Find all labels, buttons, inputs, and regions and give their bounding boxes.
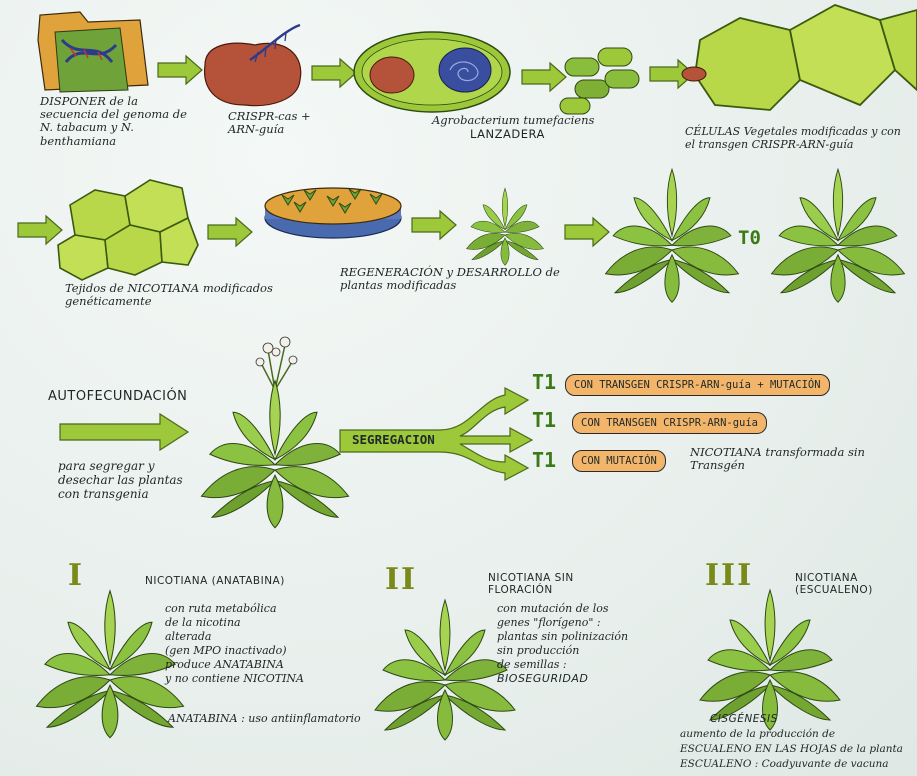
autofecundacion-desc: para segregar y desechar las plantas con… [58, 460, 208, 501]
I-line: y no contiene NICOTINA [165, 672, 350, 686]
III-line: ESCUALENO EN LAS HOJAS de la planta [680, 742, 915, 757]
lanzadera-label: LANZADERA [470, 128, 590, 141]
tissue-hexagons-icon [58, 180, 198, 280]
autofecundacion-arrow-icon [60, 414, 188, 450]
II-line: genes "florígeno" : [497, 616, 677, 630]
small-plant-icon [467, 188, 544, 265]
II-line: sin producción [497, 644, 677, 658]
I-line: (gen MPO inactivado) [165, 644, 350, 658]
t0-plant-1-icon [606, 169, 739, 302]
plant-I-icon [37, 591, 184, 738]
agrobacterium-label: Agrobacterium tumefaciens [432, 114, 622, 127]
agrobacterium-cell-icon [354, 32, 510, 112]
plant-cells-icon [682, 5, 917, 110]
petri-dish-icon [265, 188, 401, 238]
plant-II-icon [375, 600, 515, 740]
crispr-label: CRISPR-cas + ARN-guía [228, 110, 338, 136]
t0-plant-2-icon [772, 169, 905, 302]
segregation-label: SEGREGACION [352, 433, 435, 447]
bacteria-rods-icon [560, 48, 639, 114]
I-line: con ruta metabólica [165, 602, 350, 616]
flowering-plant-icon [202, 337, 349, 528]
genome-label: DISPONER de la secuencia del genoma de N… [40, 95, 190, 148]
III-line: ESCUALENO : Coadyuvante de vacuna [680, 757, 915, 772]
outcome-1-gen: T1 [532, 370, 556, 394]
III-title: NICOTIANA (ESCUALENO) [795, 572, 905, 596]
t0-label: T0 [738, 228, 761, 250]
genome-folder-icon [38, 12, 148, 92]
numeral-II: II [385, 562, 417, 597]
outcome-2-gen: T1 [532, 408, 556, 432]
II-line: con mutación de los [497, 602, 677, 616]
plant-III-icon [700, 590, 840, 730]
plant-cells-label: CÉLULAS Vegetales modificadas y con el t… [685, 126, 910, 151]
tissue-label: Tejidos de NICOTIANA modificados genétic… [65, 282, 295, 308]
numeral-III: III [705, 558, 753, 593]
II-details: con mutación de los genes "florígeno" : … [497, 602, 677, 686]
III-line: aumento de la producción de [680, 727, 915, 742]
regeneration-label: REGENERACIÓN y DESARROLLO de plantas mod… [340, 266, 570, 292]
I-line: alterada [165, 630, 350, 644]
crispr-cas-icon [205, 25, 301, 106]
III-line: CISGÉNESIS [680, 712, 915, 727]
outcome-1-pill: CON TRANSGEN CRISPR-ARN-guía + MUTACIÓN [565, 374, 830, 396]
II-line: de semillas : [497, 658, 677, 672]
I-details: con ruta metabólica de la nicotina alter… [165, 602, 350, 686]
outcome-2-pill: CON TRANSGEN CRISPR-ARN-guía [572, 412, 767, 434]
III-details: CISGÉNESIS aumento de la producción de E… [680, 712, 915, 772]
I-footer: ANATABINA : uso antiinflamatorio [168, 713, 361, 726]
I-line: de la nicotina [165, 616, 350, 630]
autofecundacion-title: AUTOFECUNDACIÓN [48, 390, 187, 405]
outcome-3-note: NICOTIANA transformada sin Transgén [690, 446, 875, 472]
numeral-I: I [68, 558, 84, 593]
I-line: produce ANATABINA [165, 658, 350, 672]
outcome-3-pill: CON MUTACIÓN [572, 450, 666, 472]
outcome-3-gen: T1 [532, 448, 556, 472]
II-title: NICOTIANA SIN FLORACIÓN [488, 572, 578, 596]
II-line: plantas sin polinización [497, 630, 677, 644]
II-line: BIOSEGURIDAD [497, 672, 677, 686]
I-title: NICOTIANA (ANATABINA) [145, 575, 285, 587]
